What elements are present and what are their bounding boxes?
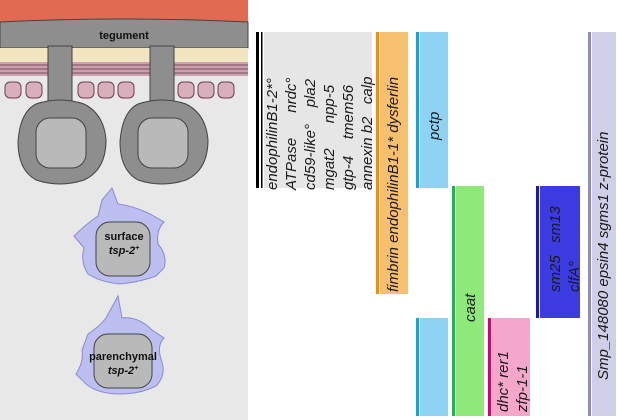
gene-group-4-marker: [452, 186, 484, 416]
surface-cell-marker: tsp-2+: [109, 245, 139, 257]
gene-group-5-marker: [488, 318, 530, 416]
gene-row-2: ATPase nrdc°: [283, 77, 300, 190]
gene-group-2-label: fimbrin endophilinB1-1* dysferlin: [385, 76, 402, 292]
gene-group-4-label: caat: [462, 293, 479, 322]
gene-group-7-marker: [588, 32, 616, 416]
tegument-label: tegument: [99, 30, 149, 42]
gene-group-3-marker-top: [416, 32, 448, 188]
muscle-layer: [0, 62, 248, 76]
basal-lamina: [0, 48, 248, 62]
gene-group-6-marker: [536, 186, 580, 318]
gene-group-3-marker-bottom: [416, 318, 448, 416]
gene-group-1-label: endophilinB1-2*° ATPase nrdc° cd59-like°…: [263, 77, 377, 190]
cytoplasmic-bridge-right: [149, 45, 175, 109]
circular-muscle: [4, 81, 235, 99]
cytoplasmic-bridge-left: [47, 45, 73, 109]
gene-group-2-marker: [376, 32, 408, 294]
parenchymal-cell: parenchymal tsp-2+: [75, 294, 165, 395]
gene-row-4: mgat2 npp-5: [321, 84, 338, 190]
surface-cell: surface tsp-2+: [73, 187, 166, 285]
tegumental-cell-body-right: [119, 99, 209, 185]
gene-row-6: annexin b2 calp: [359, 76, 376, 190]
parenchymal-cell-name: parenchymal: [89, 351, 157, 363]
gene-group-5-label: dhc* rer1 zfp-1-1: [495, 351, 531, 412]
gene-group-6-label: sm25 sm13 clfA°: [547, 206, 583, 292]
gene-row-5: gtp-4 tmem56: [340, 84, 357, 190]
parenchymal-cell-marker: tsp-2+: [108, 365, 138, 377]
gene-group-7-label: Smp_148080 epsin4 sgms1 z-protein: [595, 131, 612, 380]
tegumental-cell-body-left: [17, 99, 107, 185]
gene-row-3: cd59-like° pla2: [302, 78, 319, 190]
gene-row-1: endophilinB1-2*°: [264, 78, 281, 190]
tegument-syncytium: [0, 18, 249, 49]
surface-cell-name: surface: [104, 231, 143, 243]
gene-group-3-label: pctp: [426, 111, 443, 140]
gene-group-1-marker: [256, 32, 372, 188]
